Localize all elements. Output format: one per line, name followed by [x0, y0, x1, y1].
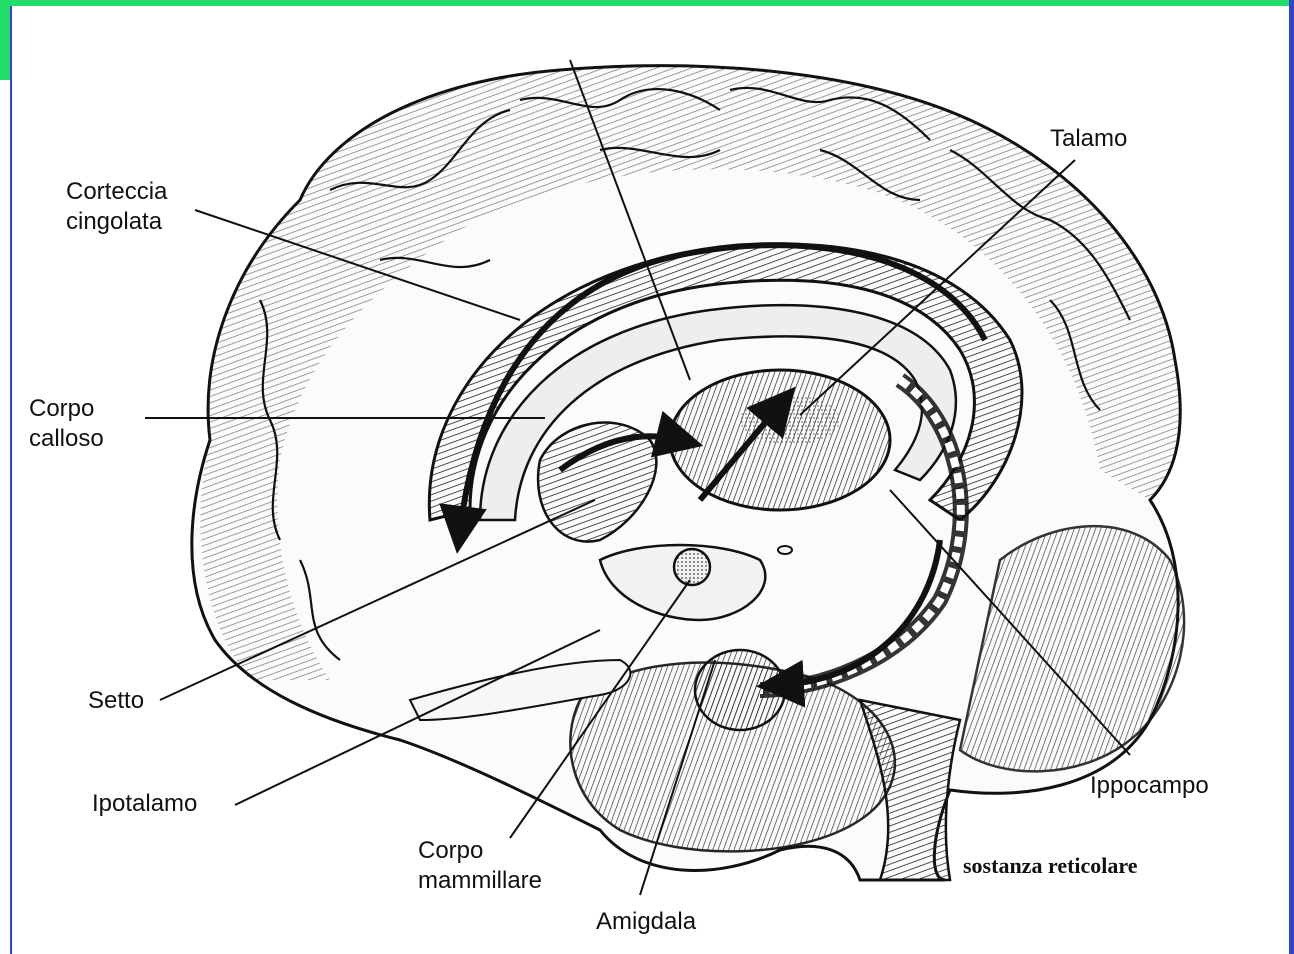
label-setto: Setto: [88, 686, 144, 715]
label-corpo-mammillare-1: Corpo: [418, 836, 483, 865]
label-corpo-calloso-2: calloso: [29, 424, 104, 453]
label-corpo-mammillare-2: mammillare: [418, 866, 542, 895]
label-amigdala: Amigdala: [596, 907, 696, 936]
label-sostanza-reticolare: sostanza reticolare: [963, 853, 1138, 879]
label-talamo: Talamo: [1050, 124, 1127, 153]
amygdala: [695, 650, 785, 730]
mammillary-body: [674, 549, 710, 585]
label-ippocampo: Ippocampo: [1090, 771, 1209, 800]
label-corteccia-cingolata-1: Corteccia: [66, 177, 167, 206]
label-corpo-calloso-1: Corpo: [29, 394, 94, 423]
label-corteccia-cingolata-2: cingolata: [66, 207, 162, 236]
label-ipotalamo: Ipotalamo: [92, 789, 197, 818]
